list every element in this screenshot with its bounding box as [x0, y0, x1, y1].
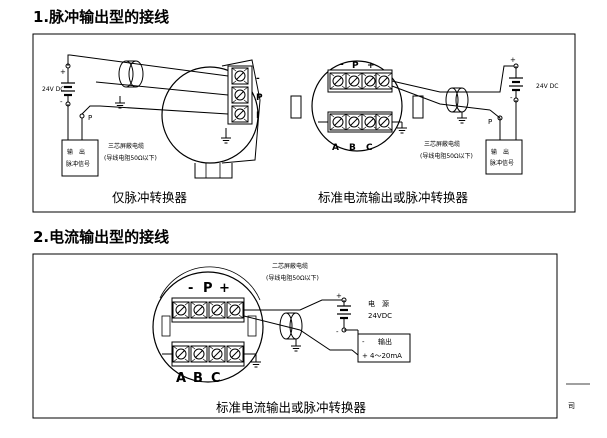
- cable-spec-1-right: 三芯屏蔽电缆: [424, 140, 460, 148]
- terminal-b-current: B: [193, 371, 203, 386]
- converter-housing-right: [311, 60, 403, 152]
- section2-frame: [32, 253, 558, 419]
- terminal-a-right: A: [332, 143, 339, 153]
- terminal-p-label: P: [256, 93, 263, 103]
- terminal-p-current: P: [203, 281, 213, 296]
- current-output-box: [357, 333, 411, 363]
- supply-plus-current: +: [336, 292, 342, 300]
- converter-housing-current: [152, 271, 264, 383]
- output-label: 输出: [378, 337, 392, 346]
- earth-symbol: [250, 361, 262, 368]
- terminal-screw: [231, 86, 249, 104]
- right-standard-diagram: - P + A B C + - 24V DC: [290, 56, 558, 205]
- caption-current: 标准电流输出或脉冲转换器: [216, 400, 367, 415]
- supply-voltage-right: 24V DC: [536, 83, 558, 90]
- converter-housing-left: [161, 66, 259, 164]
- supply-minus-current: -: [336, 328, 339, 336]
- terminal-minus-current: -: [188, 281, 193, 296]
- terminal-c-right: C: [366, 143, 373, 153]
- receiver-p-left: P: [88, 114, 92, 122]
- caption-right: 标准电流输出或脉冲转换器: [318, 190, 469, 205]
- output-minus: -: [362, 338, 365, 346]
- supply-label-current: 电 源: [368, 299, 389, 308]
- corner-text: 司: [568, 402, 575, 410]
- battery-icon: [335, 304, 353, 320]
- receiver-label-1: 输 出: [67, 148, 85, 156]
- earth-symbol: [220, 137, 232, 144]
- left-pulse-diagram: - P I + - 24V DC 输 出 脉冲信号 P: [42, 54, 263, 205]
- supply-voltage-current: 24VDC: [368, 312, 392, 320]
- output-range: 4～20mA: [370, 352, 402, 360]
- terminal-b-right: B: [349, 143, 356, 153]
- shield-cable-left: [118, 60, 144, 88]
- output-plus: +: [362, 352, 368, 360]
- supply-plus-left: +: [60, 68, 66, 76]
- cable-spec-2-current: (导线电阻50Ω以下): [266, 274, 319, 282]
- earth-symbol: [396, 127, 408, 134]
- cable-spec-1-left: 三芯屏蔽电缆: [108, 142, 144, 150]
- terminal-minus-label: -: [256, 74, 260, 84]
- cable-spec-1-current: 二芯屏蔽电缆: [272, 262, 308, 270]
- supply-minus-right: -: [510, 94, 513, 102]
- cable-spec-2-right: (导线电阻50Ω以下): [420, 152, 473, 160]
- pulse-receiver-right: [485, 139, 523, 175]
- cable-spec-2-left: (导线电阻50Ω以下): [104, 154, 157, 162]
- receiver-p-right: P: [488, 118, 492, 126]
- terminal-a-current: A: [176, 371, 186, 386]
- section2-title: 2.电流输出型的接线: [33, 228, 169, 246]
- terminal-plus-current: +: [219, 281, 230, 296]
- terminal-p-right: P: [352, 61, 359, 71]
- earth-symbol: [290, 345, 302, 352]
- section1-title: 1.脉冲输出型的接线: [33, 8, 169, 26]
- current-output-diagram: - P + A B C 二芯屏: [152, 262, 411, 415]
- supply-voltage-left: 24V DC: [42, 86, 64, 93]
- terminal-plus-right: +: [367, 61, 375, 71]
- supply-minus-left: -: [60, 98, 63, 106]
- terminal-minus-right: -: [340, 60, 344, 70]
- receiver-label-2: 脉冲信号: [66, 160, 90, 168]
- receiver-label-1-right: 输 出: [491, 148, 509, 156]
- terminal-screw: [231, 105, 249, 123]
- battery-icon: [507, 76, 525, 92]
- terminal-screw: [231, 67, 249, 85]
- receiver-label-2-right: 脉冲信号: [490, 159, 514, 167]
- supply-plus-right: +: [510, 56, 516, 64]
- section1-frame: [32, 33, 576, 213]
- pulse-receiver-left: [61, 139, 99, 177]
- terminal-c-current: C: [211, 371, 221, 386]
- terminal-i-label: I: [256, 111, 259, 121]
- caption-left: 仅脉冲转换器: [112, 190, 188, 205]
- earth-symbol: [456, 117, 468, 124]
